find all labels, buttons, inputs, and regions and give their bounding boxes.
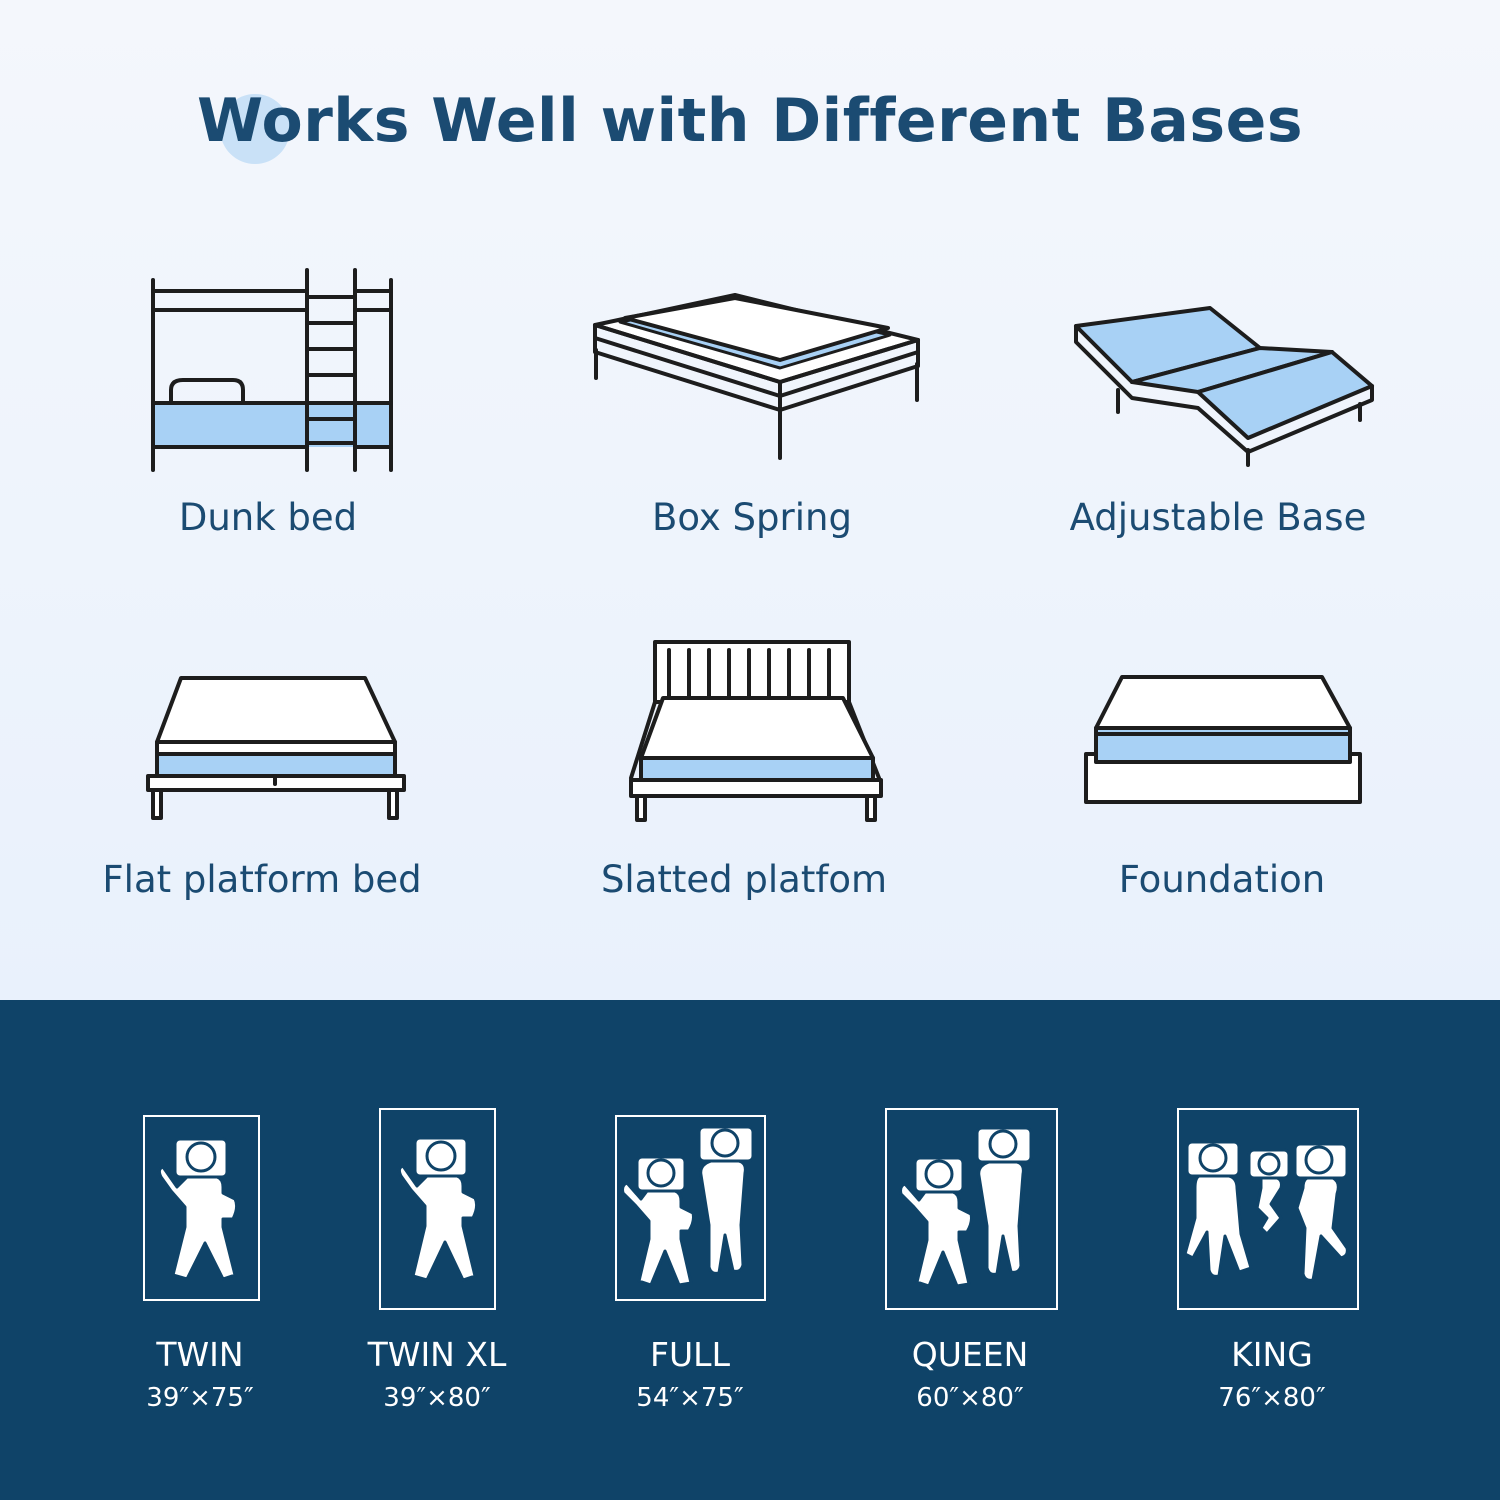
- size-name-full: FULL: [650, 1335, 730, 1374]
- box-spring-icon: [593, 293, 920, 460]
- twin-sleeper-icon: [143, 1115, 260, 1301]
- foundation-icon: [1084, 675, 1362, 804]
- base-label-slatted-platform: Slatted platfom: [600, 858, 888, 901]
- size-name-queen: QUEEN: [911, 1335, 1029, 1374]
- base-label-flat-platform-bed: Flat platform bed: [102, 858, 422, 901]
- adjustable-base-icon: [1074, 306, 1374, 467]
- size-dims-full: 54″×75″: [636, 1383, 744, 1413]
- base-label-box-spring: Box Spring: [652, 496, 852, 539]
- size-dims-queen: 60″×80″: [916, 1383, 1024, 1413]
- title-accent-dot: [220, 94, 290, 164]
- full-sleepers-icon: [615, 1115, 766, 1301]
- base-label-adjustable-base: Adjustable Base: [1069, 496, 1367, 539]
- bases-section: Works Well with Different Bases Dunk bed: [0, 0, 1500, 1000]
- size-name-twin: TWIN: [156, 1335, 244, 1374]
- base-label-foundation: Foundation: [1118, 858, 1326, 901]
- page-title: Works Well with Different Bases: [196, 86, 1304, 156]
- twin-xl-sleeper-icon: [379, 1108, 496, 1310]
- slatted-platform-icon: [629, 640, 883, 822]
- queen-sleepers-icon: [885, 1108, 1058, 1310]
- size-dims-twin: 39″×75″: [146, 1383, 254, 1413]
- size-dims-king: 76″×80″: [1218, 1383, 1326, 1413]
- flat-platform-bed-icon: [146, 676, 406, 820]
- bunk-bed-icon: [151, 268, 393, 472]
- king-sleepers-icon: [1177, 1108, 1359, 1310]
- size-name-king: KING: [1231, 1335, 1313, 1374]
- size-dims-twin-xl: 39″×80″: [383, 1383, 491, 1413]
- base-label-dunk-bed: Dunk bed: [178, 496, 358, 539]
- size-name-twin-xl: TWIN XL: [367, 1335, 507, 1374]
- title-block: Works Well with Different Bases: [0, 80, 1500, 180]
- sizes-section: TWIN 39″×75″ TWIN XL 39″×80″ FULL 54″×75…: [0, 1000, 1500, 1500]
